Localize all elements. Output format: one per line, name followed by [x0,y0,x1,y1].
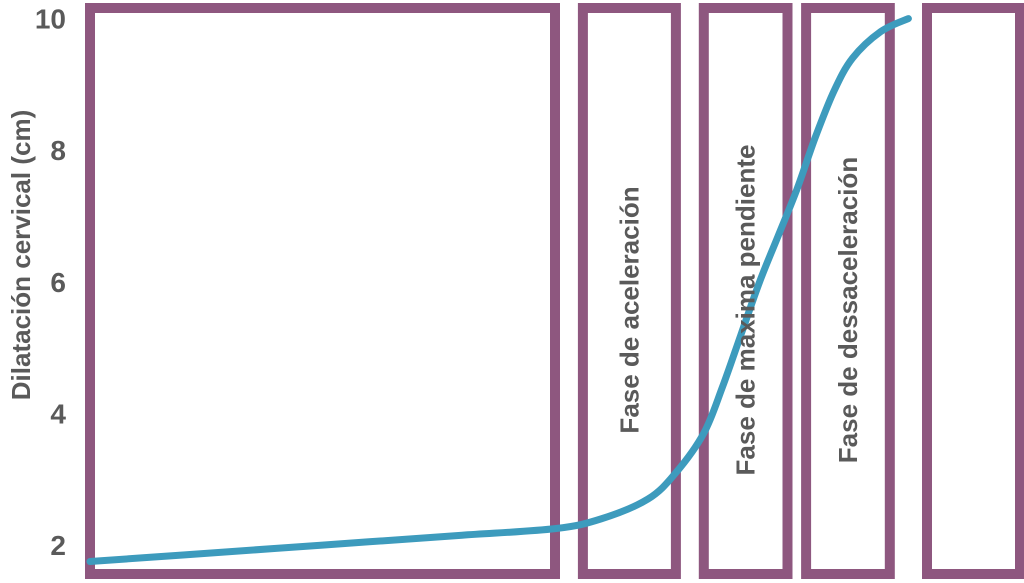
y-tick-4: 4 [50,398,66,429]
phase-boxes [85,3,1024,579]
phase-label-1: Fase de aceleración [614,186,644,433]
phase-label-2: Fase de maxima pendiente [731,145,761,476]
y-axis-ticks: 2 4 6 8 10 [35,4,67,562]
y-tick-10: 10 [35,4,66,35]
y-tick-6: 6 [50,267,66,298]
curve-layer [86,15,912,566]
y-axis-label: Dilatación cervical (cm) [6,110,36,400]
phase-box-1 [577,3,681,579]
phase-box-3 [801,3,895,579]
y-tick-2: 2 [50,530,66,561]
phase-labels: Fase de aceleración Fase de maxima pendie… [614,145,863,476]
dilation-curve [86,15,912,566]
phase-box-2 [698,3,793,579]
y-tick-8: 8 [50,135,66,166]
phase-label-3: Fase de dessaceleración [833,157,863,463]
phase-box-0 [85,3,560,579]
phase-box-4 [922,3,1024,579]
